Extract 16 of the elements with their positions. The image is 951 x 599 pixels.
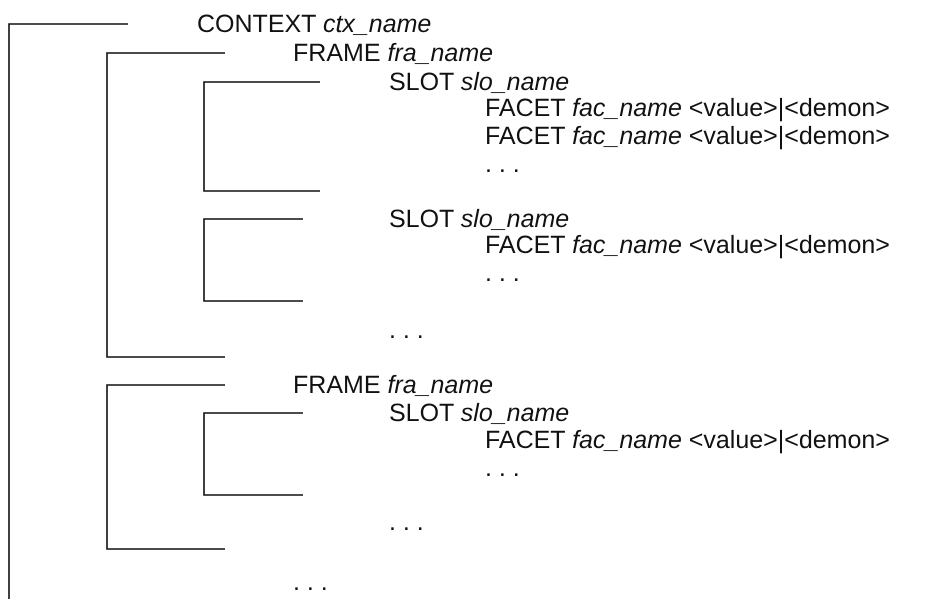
ellipsis: . . .	[485, 150, 520, 178]
slot-heading: SLOT slo_name	[389, 399, 570, 427]
ellipsis: . . .	[389, 508, 424, 536]
facet-line: FACET fac_name <value>|<demon>	[485, 231, 890, 259]
ellipsis: . . .	[485, 454, 520, 482]
facet-line: FACET fac_name <value>|<demon>	[485, 122, 890, 150]
ellipsis: . . .	[293, 568, 328, 596]
ellipsis: . . .	[485, 259, 520, 287]
facet-line: FACET fac_name <value>|<demon>	[485, 94, 890, 122]
context-heading: CONTEXT ctx_name	[197, 10, 432, 38]
ellipsis: . . .	[389, 316, 424, 344]
slot-heading: SLOT slo_name	[389, 68, 570, 96]
facet-line: FACET fac_name <value>|<demon>	[485, 426, 890, 454]
frame-heading: FRAME fra_name	[293, 39, 494, 67]
slot-heading: SLOT slo_name	[389, 205, 570, 233]
frame-heading: FRAME fra_name	[293, 371, 494, 399]
